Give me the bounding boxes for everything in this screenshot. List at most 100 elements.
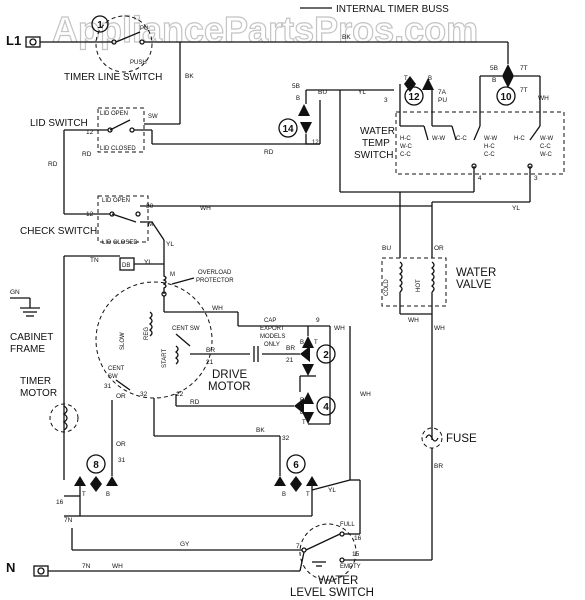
svg-text:H-C: H-C: [484, 144, 495, 150]
svg-text:REG: REG: [144, 327, 150, 340]
svg-text:PU: PU: [140, 26, 148, 32]
svg-text:21: 21: [206, 359, 214, 366]
cam-1: 1: [97, 20, 103, 31]
svg-text:WH: WH: [200, 205, 211, 212]
svg-text:OVERLOAD: OVERLOAD: [198, 270, 232, 276]
timer-cam-10: 5B B 7T 10 7T WH: [479, 64, 549, 126]
svg-text:SWITCH: SWITCH: [354, 150, 393, 161]
svg-text:CENT SW: CENT SW: [172, 326, 200, 332]
l1-label: L1: [6, 33, 21, 48]
timer-cam-8: 8 T B 31 OR 16: [56, 400, 126, 516]
svg-text:WH: WH: [408, 317, 419, 324]
svg-text:PUSH: PUSH: [130, 60, 147, 66]
svg-text:B: B: [492, 77, 496, 84]
svg-text:32: 32: [140, 391, 148, 398]
svg-text:12: 12: [408, 92, 420, 103]
svg-text:OR: OR: [116, 441, 126, 448]
svg-text:C-C: C-C: [484, 152, 495, 158]
svg-text:BR: BR: [434, 463, 443, 470]
watermark: AppliancePartsPros.com: [52, 9, 478, 50]
svg-text:WATER: WATER: [360, 126, 395, 137]
svg-text:BU: BU: [382, 245, 391, 252]
svg-text:WH: WH: [360, 391, 371, 398]
svg-text:WATER: WATER: [318, 575, 358, 587]
svg-text:7T: 7T: [520, 65, 528, 72]
svg-text:LID CLOSED: LID CLOSED: [100, 146, 136, 152]
svg-text:YL: YL: [512, 205, 520, 212]
svg-text:B: B: [300, 340, 304, 346]
svg-text:31: 31: [104, 383, 112, 390]
svg-text:LID OPEN: LID OPEN: [102, 198, 130, 204]
svg-text:14: 14: [282, 124, 294, 135]
svg-text:C-C: C-C: [540, 144, 551, 150]
svg-text:7: 7: [296, 543, 300, 550]
svg-text:WH: WH: [538, 95, 549, 102]
svg-text:PROTECTOR: PROTECTOR: [196, 278, 234, 284]
svg-text:TEMP: TEMP: [362, 138, 390, 149]
svg-text:6: 6: [293, 460, 299, 471]
lid-switch: LID OPEN LID CLOSED SW LID SWITCH 12: [30, 107, 320, 153]
svg-text:YL: YL: [328, 487, 336, 494]
water-temp-switch: WATER TEMP SWITCH H-C W-C C-C W-W C-C W-…: [354, 111, 565, 182]
svg-text:EXPORT: EXPORT: [260, 326, 285, 332]
svg-text:MODELS: MODELS: [260, 334, 285, 340]
svg-text:BK: BK: [342, 34, 351, 41]
check-switch-label: CHECK SWITCH: [20, 226, 97, 237]
svg-text:RD: RD: [264, 149, 274, 156]
svg-text:4: 4: [323, 402, 329, 413]
timer-cam-12: T B 12 7A PU: [399, 76, 447, 126]
svg-text:ONLY: ONLY: [264, 342, 280, 348]
svg-text:9: 9: [316, 317, 320, 324]
timer-line-switch: 1 PU PUSH TIMER LINE SWITCH BK: [64, 15, 300, 124]
water-valve: COLD HOT WATER VALVE WH WH: [381, 257, 496, 440]
svg-text:W-W: W-W: [540, 136, 554, 142]
svg-text:B: B: [282, 492, 286, 498]
svg-text:MOTOR: MOTOR: [208, 381, 251, 393]
svg-text:H-C: H-C: [400, 136, 411, 142]
svg-text:W-C: W-C: [540, 152, 553, 158]
svg-text:M: M: [148, 221, 153, 228]
svg-text:FRAME: FRAME: [10, 344, 45, 355]
svg-text:BR: BR: [286, 345, 295, 352]
timer-cam-14: 14 B 12: [278, 90, 321, 146]
svg-text:RD: RD: [82, 151, 92, 158]
svg-text:T: T: [314, 340, 318, 346]
svg-text:SW: SW: [148, 114, 158, 120]
svg-text:B: B: [428, 76, 432, 82]
svg-text:12: 12: [86, 129, 94, 136]
svg-text:10: 10: [500, 92, 512, 103]
svg-text:B: B: [296, 96, 300, 102]
svg-text:C-C: C-C: [456, 136, 467, 142]
svg-text:BR: BR: [206, 347, 215, 354]
svg-text:CABINET: CABINET: [10, 332, 53, 343]
svg-text:4: 4: [478, 175, 482, 182]
svg-text:SW: SW: [108, 374, 118, 380]
svg-text:5B: 5B: [490, 65, 498, 72]
internal-timer-buss-legend: INTERNAL TIMER BUSS: [300, 4, 449, 15]
svg-text:DB: DB: [122, 263, 130, 269]
svg-text:DRIVE: DRIVE: [212, 369, 247, 381]
n-supply: N 7N WH: [6, 560, 290, 577]
svg-text:BK: BK: [185, 73, 194, 80]
svg-text:HOT: HOT: [416, 279, 422, 292]
svg-text:TIMER: TIMER: [20, 376, 51, 387]
svg-text:B: B: [300, 410, 304, 416]
svg-text:YL: YL: [166, 241, 174, 248]
internal-timer-buss-label: INTERNAL TIMER BUSS: [336, 4, 449, 15]
cabinet-frame-ground: GN CABINET FRAME: [10, 289, 53, 355]
svg-text:GN: GN: [10, 289, 20, 296]
svg-text:3: 3: [384, 97, 388, 104]
svg-text:2: 2: [323, 350, 329, 361]
svg-text:15: 15: [352, 551, 360, 558]
svg-text:LID OPEN: LID OPEN: [100, 111, 128, 117]
svg-text:16: 16: [354, 535, 362, 542]
svg-text:3: 3: [534, 175, 538, 182]
svg-text:M: M: [170, 272, 175, 278]
svg-text:COLD: COLD: [384, 279, 390, 296]
svg-text:C-C: C-C: [400, 152, 411, 158]
lid-switch-label: LID SWITCH: [30, 118, 88, 129]
svg-text:16: 16: [56, 499, 64, 506]
svg-text:W-W: W-W: [484, 136, 498, 142]
timer-cam-6: 6 B T YL: [274, 436, 336, 516]
